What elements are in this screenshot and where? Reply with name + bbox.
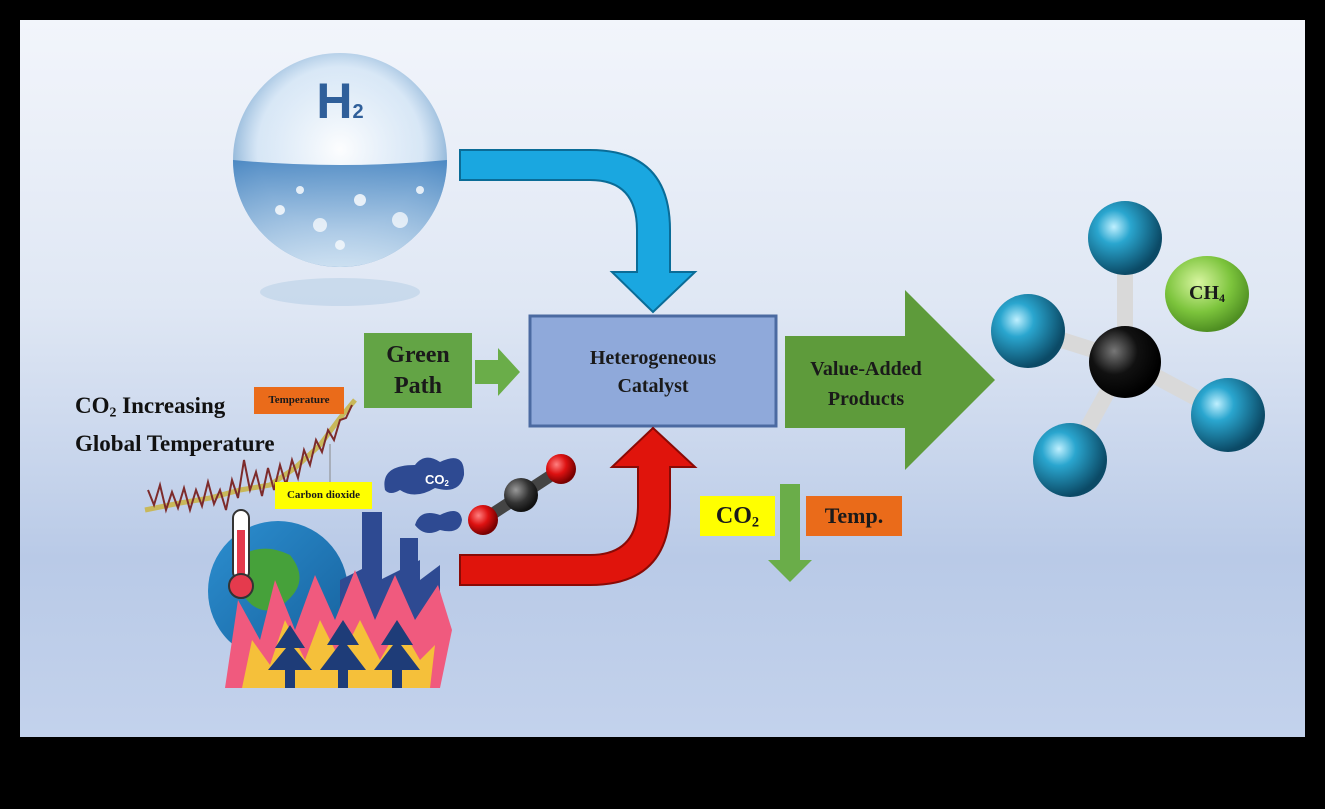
catalyst-label: Heterogeneous Catalyst	[530, 344, 776, 400]
ch4-bubble	[1165, 256, 1249, 332]
temp-box-bg	[806, 496, 902, 536]
smoke-co2-co: CO	[425, 472, 445, 487]
carbon-dioxide-tag-bg	[275, 482, 372, 509]
co2-heading-co: CO	[75, 393, 110, 418]
co2-heading: CO2 Increasing Global Temperature	[75, 390, 275, 460]
products-line1: Value-Added	[810, 358, 922, 380]
co2-heading-rest: Increasing	[116, 393, 226, 418]
green-path-box	[364, 333, 472, 408]
products-arrow	[785, 290, 995, 470]
diagram-graphics	[144, 53, 1265, 688]
temperature-tag-bg	[254, 387, 344, 414]
smoke-co2-sub: 2	[444, 478, 449, 488]
co2-molecule-icon	[468, 454, 576, 535]
ch4-label: CH4	[1165, 278, 1249, 313]
h2-letter: H	[316, 73, 353, 129]
co2-box-co: CO	[715, 503, 752, 529]
green-path-arrow	[475, 348, 520, 396]
co2-input-arrow	[459, 426, 698, 586]
ch4-letters: CH	[1189, 282, 1219, 304]
green-path-line2: Path	[394, 373, 442, 399]
co2-box-sub: 2	[751, 514, 760, 531]
catalyst-line1: Heterogeneous	[589, 347, 717, 369]
catalyst-line2: Catalyst	[617, 375, 689, 397]
products-label: Value-Added Products	[790, 354, 942, 414]
co2-heading-sub: 2	[109, 404, 117, 420]
temperature-tag: Temperature	[268, 394, 330, 406]
products-line2: Products	[827, 388, 905, 410]
decrease-arrow	[768, 484, 812, 582]
hydrogen-bubble-icon	[233, 53, 447, 306]
green-path-label: Green Path	[364, 340, 472, 402]
co2-heading-line2: Global Temperature	[75, 431, 275, 457]
co2-heading-line1: CO2 Increasing	[75, 390, 275, 428]
methane-molecule-icon	[991, 201, 1265, 497]
green-path-line1: Green	[386, 342, 450, 368]
wildfire-icon	[225, 570, 452, 688]
co2-box-bg	[700, 496, 775, 536]
diagram-canvas: H2 Green Path Heterogeneous Catalyst Val…	[20, 20, 1305, 737]
hydrogen-input-arrow	[459, 149, 698, 314]
catalyst-box	[528, 314, 778, 428]
temp-box-label: Temp.	[824, 503, 884, 528]
h2-label: H2	[300, 72, 380, 130]
thermometer-icon	[228, 509, 254, 599]
ch4-subscript: 4	[1219, 291, 1225, 305]
co2-box-label: CO2	[700, 501, 775, 538]
smoke-co2-label: CO2	[425, 472, 449, 488]
h2-subscript: 2	[352, 101, 364, 123]
carbon-dioxide-tag: Carbon dioxide	[286, 489, 361, 501]
